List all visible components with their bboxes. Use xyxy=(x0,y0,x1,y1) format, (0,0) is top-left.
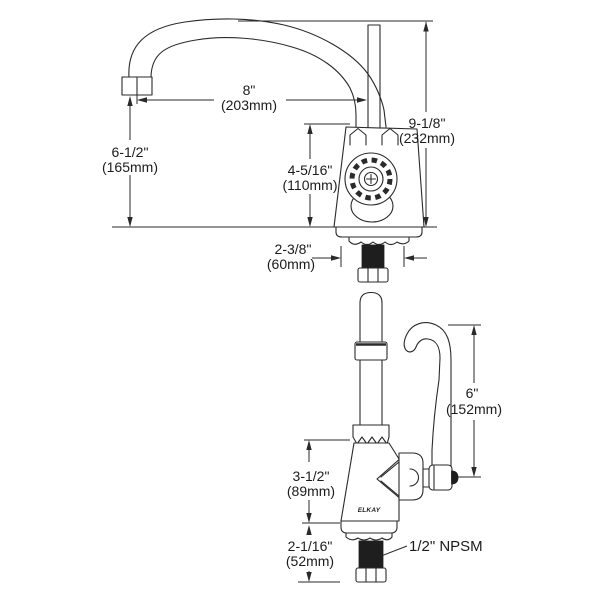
dim-outlet-height-metric: (165mm) xyxy=(102,159,158,175)
front-dimensions: 8" (203mm) 9-1/8" (232mm) 6-1/2" (165mm)… xyxy=(102,20,455,272)
side-view: ELKAY xyxy=(340,291,459,583)
side-hex-nut-facets xyxy=(365,567,377,583)
dim-upper-body-metric: (89mm) xyxy=(287,483,335,499)
handle-end-block xyxy=(428,464,453,491)
dim-spout-reach-metric: (203mm) xyxy=(221,97,277,113)
npsm-leader-line xyxy=(380,545,408,557)
side-hex-nut xyxy=(355,567,387,583)
spout-outer-curve xyxy=(128,18,387,128)
valve-cone-inner-lines xyxy=(380,461,400,497)
wrist-handle xyxy=(403,322,452,468)
bonnet-serrated xyxy=(352,424,390,445)
dim-shank-length-inches: 2-1/16" xyxy=(288,538,333,554)
front-handle-blade xyxy=(367,24,381,128)
hub-cross-mark xyxy=(365,173,377,185)
hub-scalloped-ring xyxy=(349,157,393,201)
front-hex-nut-facets xyxy=(367,267,379,283)
side-dimensions: 6" (152mm) 3-1/2" (89mm) 2-1/16" (52mm) … xyxy=(286,324,502,583)
dim-upper-body-inches: 3-1/2" xyxy=(293,468,330,484)
thread-callout: 1/2" NPSM xyxy=(409,538,483,555)
front-view xyxy=(121,18,425,283)
dim-spout-reach-inches: 8" xyxy=(243,82,256,98)
dim-outlet-height-inches: 6-1/2" xyxy=(112,144,149,160)
dim-overall-height-metric: (232mm) xyxy=(399,130,455,146)
side-escutcheon xyxy=(345,532,393,541)
riser-tube-lower xyxy=(359,359,383,426)
valve-cap xyxy=(398,452,424,501)
front-body-left-ear xyxy=(349,127,367,146)
dim-handle-height-inches: 6" xyxy=(466,385,479,401)
dim-body-height-inches: 4-5/16" xyxy=(288,162,333,178)
front-body-right-ear xyxy=(381,127,399,146)
dim-overall-height-inches: 9-1/8" xyxy=(409,115,446,131)
dim-base-width-inches: 2-3/8" xyxy=(275,241,312,257)
spout-inner-curve xyxy=(150,37,357,128)
dim-base-width-metric: (60mm) xyxy=(267,256,315,272)
side-shank-threads xyxy=(358,540,384,570)
side-flange xyxy=(340,520,398,534)
front-escutcheon xyxy=(348,236,410,246)
valve-cap-notch xyxy=(409,468,419,487)
front-hex-nut xyxy=(357,267,389,283)
dim-handle-height-metric: (152mm) xyxy=(446,401,502,417)
front-flange xyxy=(335,226,423,238)
dim-shank-length-metric: (52mm) xyxy=(286,553,334,569)
front-shank-threads xyxy=(361,244,385,271)
handle-screw-nub xyxy=(451,470,459,485)
dim-body-height-metric: (110mm) xyxy=(283,177,338,193)
riser-tube-top xyxy=(359,291,383,343)
brand-logo-text: ELKAY xyxy=(358,507,381,514)
